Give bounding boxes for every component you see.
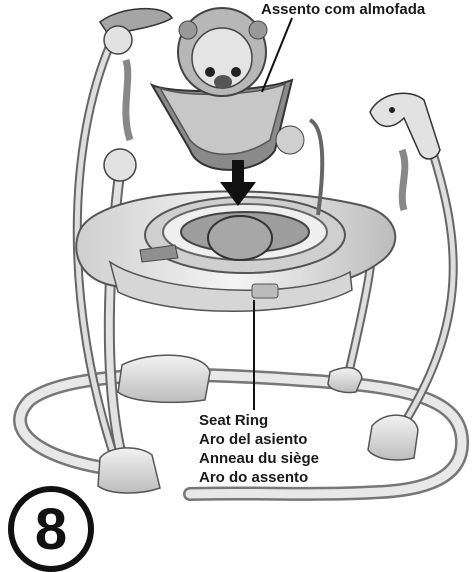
seat-ring-label-fr: Anneau du siège	[199, 449, 319, 468]
seat-ring-label-es: Aro del asiento	[199, 430, 319, 449]
seat-pad	[152, 8, 292, 170]
seat-pad-label: Assento com almofada	[261, 0, 425, 19]
step-number: 8	[14, 494, 88, 566]
step-badge: 8	[8, 486, 94, 572]
seat-ring-label-pt: Aro do assento	[199, 468, 319, 487]
seat-ring-label: Seat Ring Aro del asiento Anneau du sièg…	[199, 411, 319, 487]
seat-ring-label-en: Seat Ring	[199, 411, 319, 430]
